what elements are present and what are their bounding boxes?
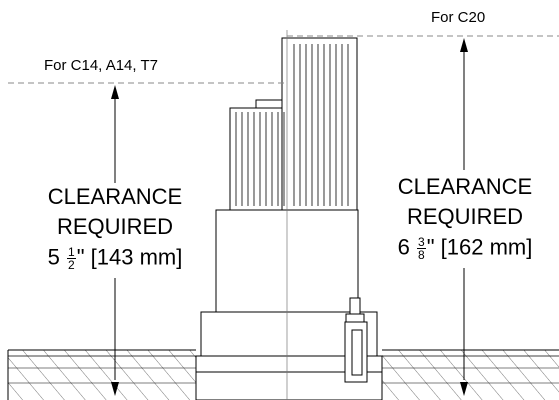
ceiling-panel-left	[7, 349, 196, 400]
right-clearance-value: 6 3 8 " [162 mm]	[376, 236, 554, 261]
right-clearance-whole: 6	[397, 234, 410, 260]
left-clearance-line2: REQUIRED	[56, 214, 174, 239]
right-clearance-line1: CLEARANCE	[397, 174, 533, 199]
left-clearance-value: 5 1 2 " [143 mm]	[26, 246, 204, 271]
left-fraction-numerator: 1	[67, 245, 76, 259]
for-c14-label: For C14, A14, T7	[44, 57, 158, 74]
right-dimension-line	[460, 38, 468, 396]
right-fraction-numerator: 3	[417, 235, 426, 249]
left-clearance-fraction: 1 2	[67, 246, 76, 271]
left-clearance-line1: CLEARANCE	[47, 184, 183, 209]
left-clearance-block: CLEARANCE REQUIRED 5 1 2 " [143 mm]	[26, 184, 204, 272]
right-clearance-block: CLEARANCE REQUIRED 6 3 8 " [162 mm]	[376, 174, 554, 262]
for-c20-label: For C20	[431, 9, 486, 26]
right-clearance-line2: REQUIRED	[406, 204, 524, 229]
left-clearance-metric: " [143 mm]	[76, 244, 183, 270]
ceiling-panel-right	[382, 349, 559, 400]
right-clearance-fraction: 3 8	[417, 236, 426, 261]
mounting-bracket	[344, 297, 368, 383]
heat-sink-fins	[235, 44, 349, 206]
right-clearance-metric: " [162 mm]	[426, 234, 533, 260]
right-fraction-denominator: 8	[418, 248, 425, 262]
left-dimension-line	[111, 85, 119, 396]
left-clearance-whole: 5	[47, 244, 60, 270]
left-fraction-denominator: 2	[68, 258, 75, 272]
